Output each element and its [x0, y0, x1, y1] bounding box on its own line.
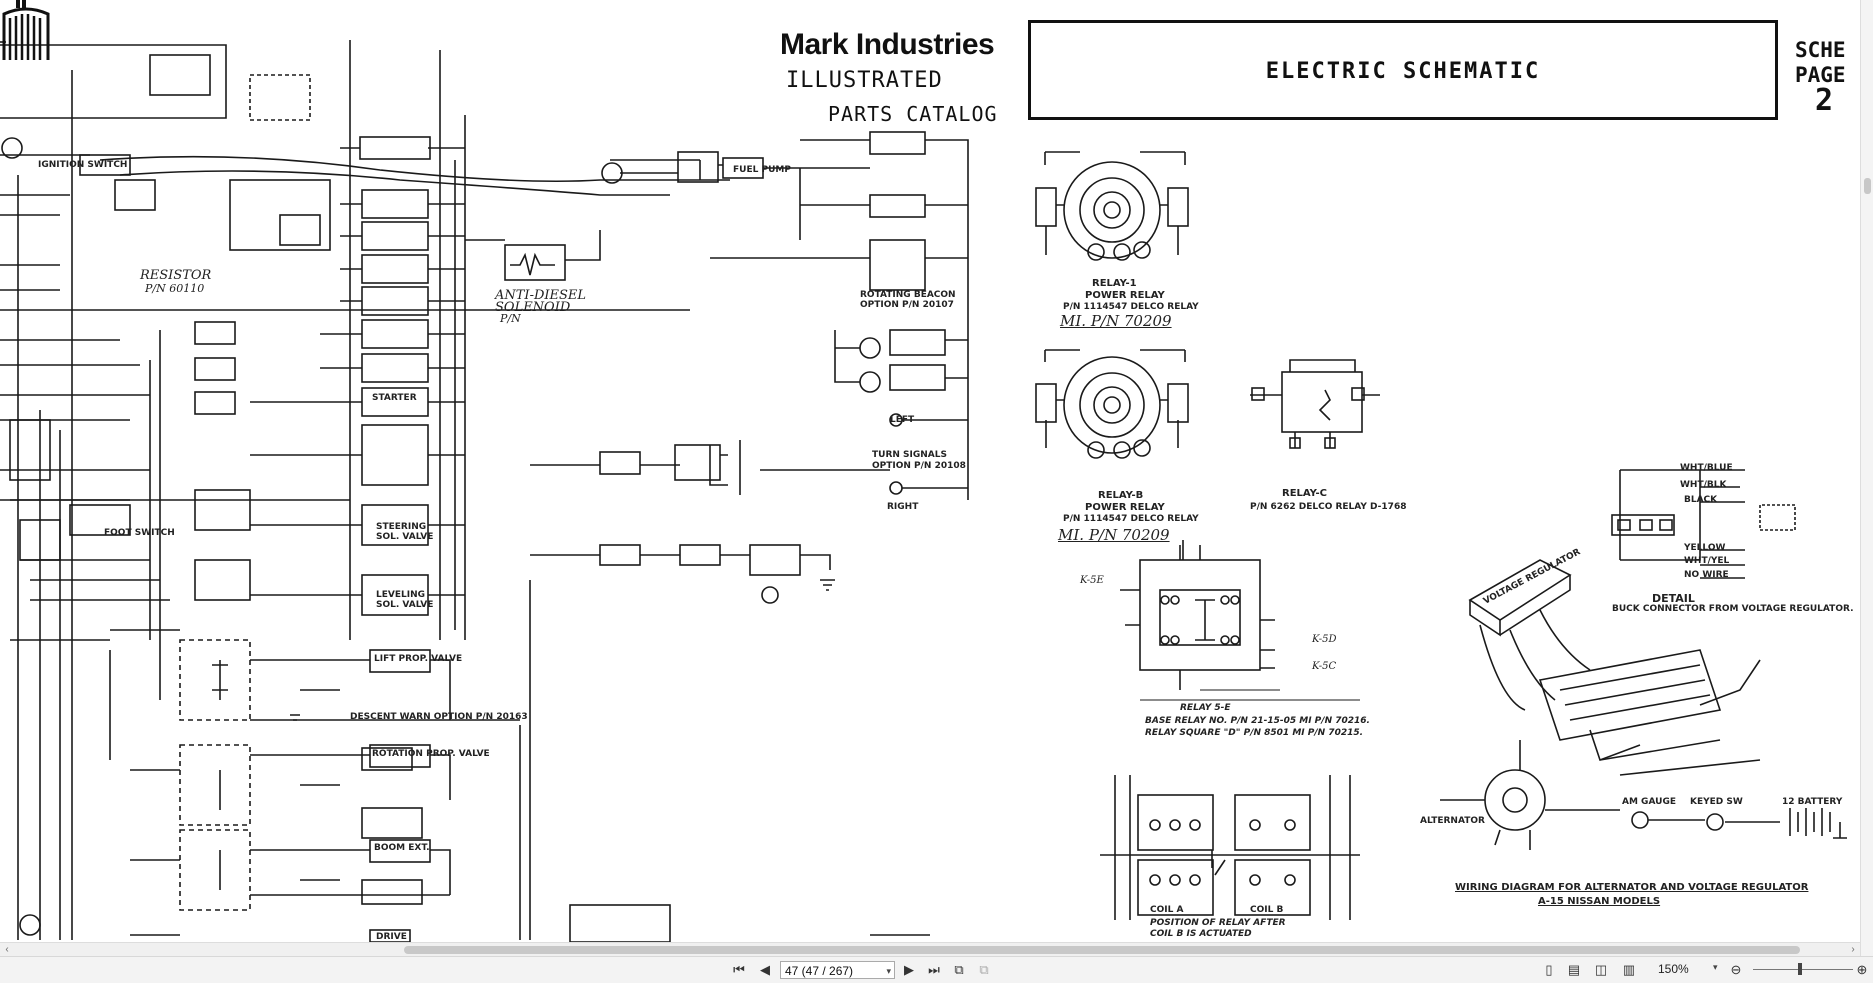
zoom-level[interactable]: 150% — [1658, 962, 1689, 976]
k5c-label: K-5C — [1312, 661, 1337, 672]
k5e-label: K-5E — [1080, 575, 1104, 586]
zoom-slider[interactable] — [1753, 969, 1853, 970]
wire-yellow: YELLOW — [1684, 543, 1726, 553]
wire-wht-blue: WHT/BLUE — [1680, 463, 1733, 473]
copy-page-icon[interactable]: ⧉ — [954, 962, 964, 977]
wiring-caption: WIRING DIAGRAM FOR ALTERNATOR AND VOLTAG… — [1455, 882, 1809, 893]
next-page-icon[interactable]: ▶ — [904, 962, 914, 977]
prev-page-icon[interactable]: ◀ — [760, 962, 770, 977]
relay-c-pn-label: P/N 6262 DELCO RELAY D-1768 — [1250, 502, 1407, 512]
relay-5-label: RELAY 5-E — [1180, 703, 1231, 713]
turn-signals-label: TURN SIGNALS — [872, 450, 947, 460]
resistor-label: RESISTOR — [140, 268, 212, 283]
foot-switch-label: FOOT SWITCH — [104, 528, 175, 538]
relay-square-label: RELAY SQUARE "D" P/N 8501 MI P/N 70215. — [1145, 728, 1364, 738]
schematic-drawing — [0, 40, 1847, 942]
continuous-view-icon[interactable]: ▤ — [1567, 962, 1581, 977]
vertical-scroll-thumb[interactable] — [1864, 178, 1871, 194]
wire-black: BLACK — [1684, 495, 1718, 505]
horizontal-scrollbar[interactable]: ‹ › — [0, 942, 1860, 957]
schematic-page: Mark Industries ILLUSTRATED PARTS CATALO… — [0, 0, 1854, 942]
vertical-scrollbar[interactable] — [1860, 0, 1873, 956]
delco-relay-label: P/N 1114547 DELCO RELAY — [1063, 302, 1199, 312]
ignition-switch-label: IGNITION SWITCH — [38, 160, 128, 170]
mark-industries-logo — [2, 0, 50, 60]
descent-warn-label: DESCENT WARN OPTION P/N 20163 — [350, 712, 528, 722]
solenoid-label: SOLENOID — [495, 300, 571, 315]
viewer-toolbar: ⏮ ◀ 47 (47 / 267) ▾ ▶ ⏭ ⧉ ⧉ ▯ ▤ ◫ ▥ 150%… — [0, 956, 1873, 983]
left-signal-label: LEFT — [890, 415, 915, 425]
sche-label: SCHE — [1795, 38, 1846, 62]
horizontal-scroll-thumb[interactable] — [404, 946, 1800, 954]
title-box: ELECTRIC SCHEMATIC — [1028, 20, 1778, 120]
relay-b-label: RELAY-B — [1098, 490, 1144, 501]
mi-pn-2-label: MI. P/N 70209 — [1058, 526, 1170, 544]
k5d-label: K-5D — [1312, 634, 1337, 645]
first-page-icon[interactable]: ⏮ — [733, 962, 745, 977]
coil-a-label: COIL A — [1150, 905, 1184, 915]
zoom-slider-knob[interactable] — [1798, 963, 1802, 975]
lift-valve-label: LIFT PROP. VALVE — [374, 654, 463, 664]
zoom-in-icon[interactable]: ⊕ — [1856, 962, 1868, 977]
relay-1-label: RELAY-1 — [1092, 278, 1137, 289]
single-page-view-icon[interactable]: ▯ — [1545, 962, 1553, 977]
leveling-label: LEVELING — [376, 590, 425, 600]
alternator-label: ALTERNATOR — [1420, 816, 1485, 826]
sche-page-block: SCHE PAGE 2 — [1795, 38, 1846, 118]
leveling-valve-label: SOL. VALVE — [376, 600, 434, 610]
coil-b-label: COIL B — [1250, 905, 1284, 915]
coil-actuated-label: COIL B IS ACTUATED — [1150, 929, 1252, 939]
resistor-pn-label: P/N 60110 — [145, 282, 205, 295]
page-number-field[interactable]: 47 (47 / 267) ▾ — [780, 961, 895, 979]
turn-option-label: OPTION P/N 20108 — [872, 461, 966, 471]
facing-view-icon[interactable]: ◫ — [1594, 962, 1608, 977]
page-dropdown-icon[interactable]: ▾ — [886, 966, 891, 976]
last-page-icon[interactable]: ⏭ — [928, 962, 940, 977]
rotation-valve-label: ROTATION PROP. VALVE — [372, 749, 490, 759]
page-number-value: 47 (47 / 267) — [785, 964, 854, 978]
steering-label: STEERING — [376, 522, 427, 532]
facing-continuous-view-icon[interactable]: ▥ — [1622, 962, 1636, 977]
paste-page-icon[interactable]: ⧉ — [979, 962, 989, 977]
boom-ext-label: BOOM EXT. — [374, 843, 430, 853]
wire-wht-blk: WHT/BLK — [1680, 480, 1727, 490]
solenoid-pn-label: P/N — [500, 312, 521, 325]
scroll-right-icon[interactable]: › — [1851, 944, 1855, 955]
page-number: 2 — [1815, 83, 1834, 118]
steering-valve-label: SOL. VALVE — [376, 532, 434, 542]
wire-no-wire: NO WIRE — [1684, 570, 1729, 580]
position-relay-label: POSITION OF RELAY AFTER — [1150, 918, 1286, 928]
keyed-sw-label: KEYED SW — [1690, 797, 1743, 807]
detail-label: DETAIL — [1652, 592, 1695, 605]
anti-diesel-label: ANTI-DIESEL — [495, 288, 587, 303]
nissan-caption: A-15 NISSAN MODELS — [1538, 896, 1661, 907]
mi-pn-1-label: MI. P/N 70209 — [1060, 312, 1172, 330]
zoom-dropdown-icon[interactable]: ▾ — [1713, 962, 1718, 972]
page-title: ELECTRIC SCHEMATIC — [1265, 59, 1541, 84]
drive-label: DRIVE — [376, 932, 407, 942]
brand-name: Mark Industries — [780, 28, 995, 61]
wire-wht-yel: WHT/YEL — [1684, 556, 1730, 566]
base-relay-label: BASE RELAY NO. P/N 21-15-05 MI P/N 70216… — [1145, 716, 1370, 726]
right-signal-label: RIGHT — [887, 502, 919, 512]
beacon-option-label: OPTION P/N 20107 — [860, 300, 954, 310]
detail-sub-label: BUCK CONNECTOR FROM VOLTAGE REGULATOR. — [1612, 604, 1854, 614]
brand-subtitle-1: ILLUSTRATED — [786, 68, 943, 93]
page-label: PAGE — [1795, 63, 1846, 87]
scroll-left-icon[interactable]: ‹ — [5, 944, 9, 955]
zoom-out-icon[interactable]: ⊖ — [1730, 962, 1742, 977]
power-relay-label: POWER RELAY — [1085, 290, 1165, 301]
brand-subtitle-2: PARTS CATALOG — [828, 102, 998, 126]
starter-label: STARTER — [372, 393, 417, 403]
delco-relay-b-label: P/N 1114547 DELCO RELAY — [1063, 514, 1199, 524]
am-gauge-label: AM GAUGE — [1622, 797, 1676, 807]
battery-label: 12 BATTERY — [1782, 797, 1843, 807]
power-relay-b-label: POWER RELAY — [1085, 502, 1165, 513]
fuel-pump-label: FUEL PUMP — [733, 165, 791, 175]
rotating-beacon-label: ROTATING BEACON — [860, 290, 956, 300]
relay-c-label: RELAY-C — [1282, 488, 1327, 499]
